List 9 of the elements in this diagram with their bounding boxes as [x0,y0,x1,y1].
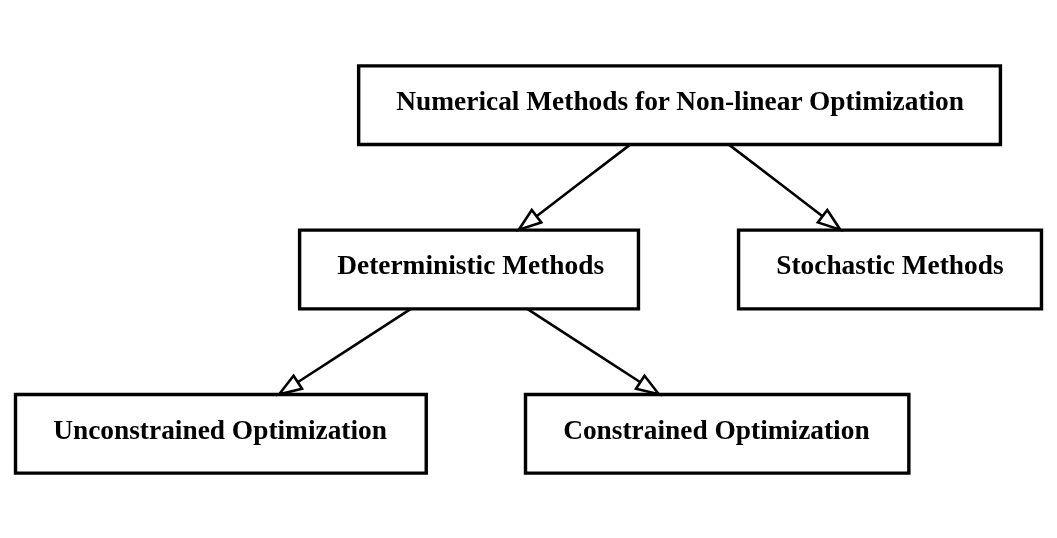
node-box: Deterministic Methods [297,227,641,311]
node-box: Numerical Methods for Non-linear Optimization [356,63,1003,146]
arrow [515,143,631,232]
arrow [728,143,844,232]
node-box: Unconstrained Optimization [13,392,428,475]
node-box: Stochastic Methods [736,227,1044,311]
arrow [526,307,663,396]
arrow [275,307,412,396]
node-box: Constrained Optimization [523,392,911,475]
